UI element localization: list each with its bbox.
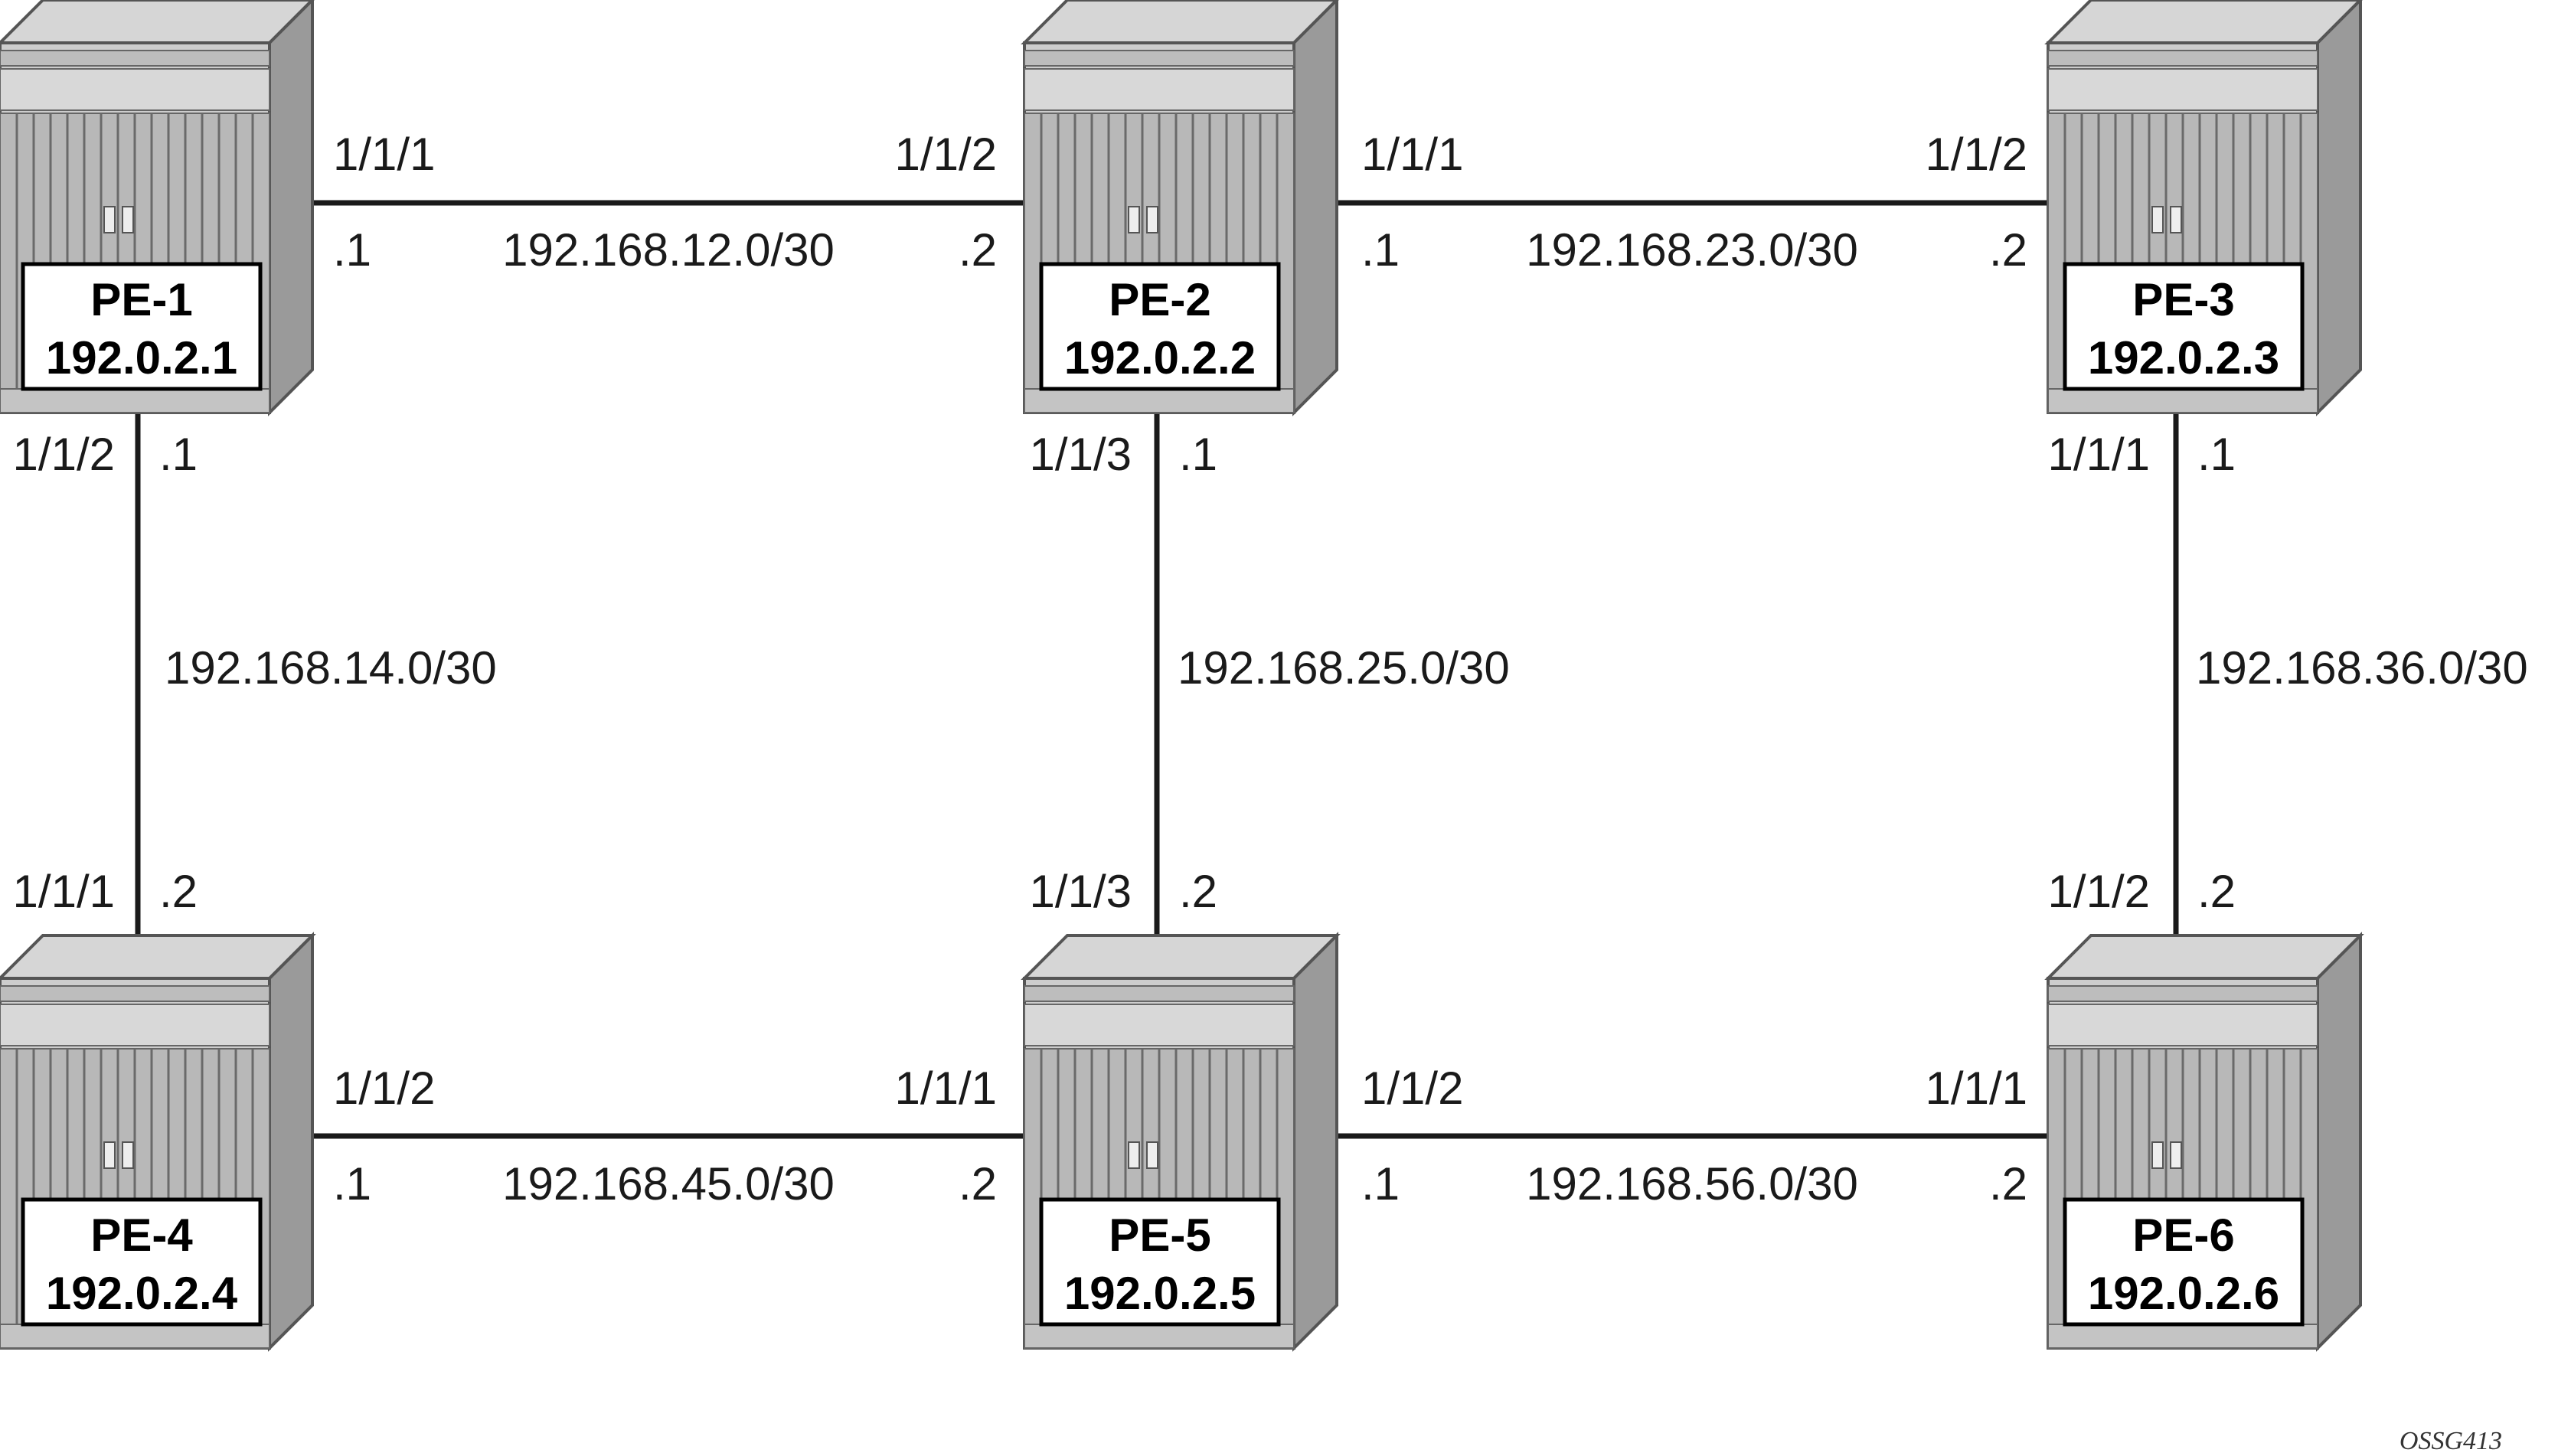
subnet-label: 192.168.12.0/30 <box>502 224 835 276</box>
router-ip: 192.0.2.6 <box>2088 1268 2279 1319</box>
router-ip: 192.0.2.5 <box>1064 1268 1256 1319</box>
host-label: .1 <box>1361 1158 1400 1210</box>
port-label: 1/1/3 <box>1030 429 1132 480</box>
host-label: .2 <box>1179 866 1217 917</box>
router-name: PE-4 <box>90 1210 193 1261</box>
host-label: .1 <box>159 429 198 480</box>
port-label: 1/1/1 <box>333 129 435 180</box>
port-label: 1/1/1 <box>1361 129 1463 180</box>
host-label: .1 <box>2197 429 2236 480</box>
router-pe4: PE-4 192.0.2.4 <box>0 934 314 1350</box>
router-pe6: PE-6 192.0.2.6 <box>2047 934 2362 1350</box>
router-name: PE-5 <box>1109 1210 1210 1261</box>
port-label: 1/1/1 <box>13 866 115 917</box>
router-pe1: PE-1 192.0.2.1 <box>0 0 314 414</box>
subnet-label: 192.168.14.0/30 <box>165 642 497 694</box>
port-label: 1/1/2 <box>2048 866 2150 917</box>
labels-pe2-pe5: 1/1/3 .1 192.168.25.0/30 1/1/3 .2 <box>1030 429 1510 917</box>
port-label: 1/1/2 <box>333 1063 435 1114</box>
host-label: .2 <box>959 1158 997 1210</box>
router-name: PE-3 <box>2132 274 2234 325</box>
port-label: 1/1/2 <box>1361 1063 1463 1114</box>
host-label: .1 <box>1361 224 1400 276</box>
labels-pe3-pe6: 1/1/1 .1 192.168.36.0/30 1/1/2 .2 <box>2048 429 2528 917</box>
host-label: .2 <box>1989 224 2027 276</box>
labels-pe4-pe5: 1/1/2 .1 192.168.45.0/30 1/1/1 .2 <box>333 1063 997 1210</box>
port-label: 1/1/3 <box>1030 866 1132 917</box>
host-label: .1 <box>333 224 371 276</box>
port-label: 1/1/1 <box>1926 1063 2027 1114</box>
subnet-label: 192.168.23.0/30 <box>1526 224 1858 276</box>
host-label: .1 <box>1179 429 1217 480</box>
subnet-label: 192.168.25.0/30 <box>1178 642 1510 694</box>
host-label: .2 <box>1989 1158 2027 1210</box>
subnet-label: 192.168.36.0/30 <box>2196 642 2528 694</box>
router-name: PE-6 <box>2132 1210 2234 1261</box>
port-label: 1/1/2 <box>13 429 115 480</box>
port-label: 1/1/2 <box>1926 129 2027 180</box>
subnet-label: 192.168.45.0/30 <box>502 1158 835 1210</box>
host-label: .2 <box>959 224 997 276</box>
port-label: 1/1/1 <box>895 1063 997 1114</box>
router-pe2: PE-2 192.0.2.2 <box>1023 0 1338 414</box>
router-ip: 192.0.2.2 <box>1064 332 1256 384</box>
port-label: 1/1/2 <box>895 129 997 180</box>
host-label: .2 <box>159 866 198 917</box>
figure-id: OSSG413 <box>2400 1427 2502 1455</box>
subnet-label: 192.168.56.0/30 <box>1526 1158 1858 1210</box>
labels-pe1-pe2: 1/1/1 .1 192.168.12.0/30 1/1/2 .2 <box>333 129 997 276</box>
labels-pe5-pe6: 1/1/2 .1 192.168.56.0/30 1/1/1 .2 <box>1361 1063 2027 1210</box>
port-label: 1/1/1 <box>2048 429 2150 480</box>
links <box>135 200 2179 1139</box>
router-name: PE-1 <box>90 274 192 325</box>
router-ip: 192.0.2.3 <box>2088 332 2279 384</box>
router-name: PE-2 <box>1109 274 1210 325</box>
labels-pe2-pe3: 1/1/1 .1 192.168.23.0/30 1/1/2 .2 <box>1361 129 2027 276</box>
router-pe3: PE-3 192.0.2.3 <box>2047 0 2362 414</box>
router-ip: 192.0.2.4 <box>46 1268 238 1319</box>
router-pe5: PE-5 192.0.2.5 <box>1023 934 1338 1350</box>
labels-pe1-pe4: 1/1/2 .1 192.168.14.0/30 1/1/1 .2 <box>13 429 497 917</box>
host-label: .2 <box>2197 866 2236 917</box>
host-label: .1 <box>333 1158 371 1210</box>
router-ip: 192.0.2.1 <box>46 332 237 384</box>
